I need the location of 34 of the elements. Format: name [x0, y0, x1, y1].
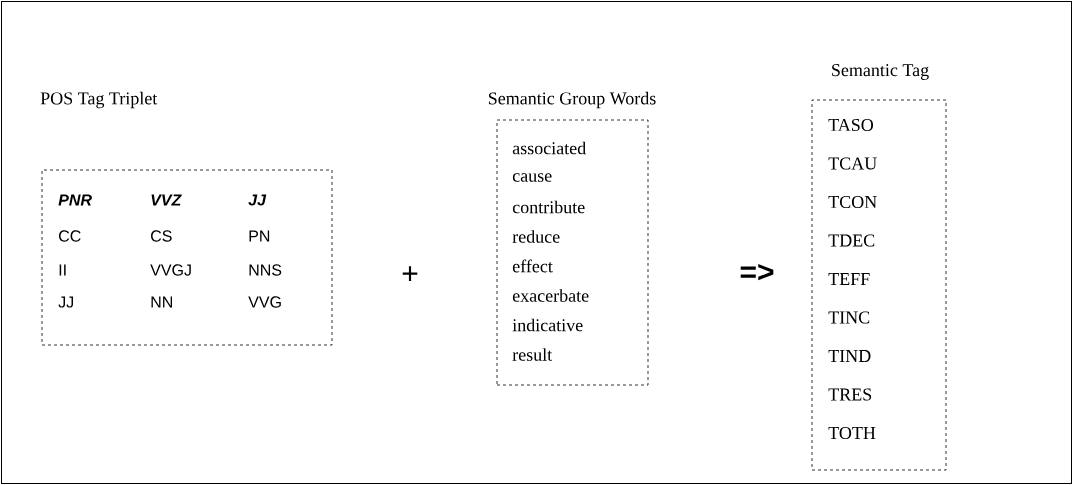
tag-text: TDEC: [828, 234, 875, 247]
word: indicative: [512, 318, 583, 332]
heading: Semantic Group Words: [488, 91, 656, 109]
tag-text: CS: [151, 230, 172, 242]
word: result: [512, 348, 553, 361]
word: reduce: [512, 230, 560, 243]
tag-text: TINC: [828, 311, 870, 324]
word: associated: [512, 141, 586, 155]
tag-text: TEFF: [828, 273, 870, 285]
word: contribute: [512, 200, 585, 214]
word: effect: [512, 259, 553, 273]
tag-text: TASO: [828, 118, 874, 132]
tag-text: PNR: [58, 194, 92, 206]
word: cause: [512, 173, 552, 182]
word: exacerbate: [512, 289, 589, 302]
tag-text: TRES: [828, 388, 872, 401]
tag-text: PN: [249, 230, 270, 242]
tag-text: CC: [59, 230, 81, 242]
tag-text: NNS: [249, 264, 282, 276]
tag-text: TOTH: [828, 426, 876, 440]
tag-text: TIND: [828, 350, 871, 362]
tag-text: II: [59, 264, 66, 276]
tag-text: VVGJ: [150, 264, 191, 276]
tag-text: TCAU: [828, 157, 877, 170]
tag-text: NN: [151, 296, 172, 308]
tag-text: VVG: [248, 296, 281, 308]
plus-sign: +: [402, 266, 418, 282]
heading: POS Tag Triplet: [40, 91, 158, 109]
tag-text: TCON: [828, 195, 877, 209]
implies-sign: =>: [740, 264, 774, 281]
tag-text: JJ: [248, 194, 267, 206]
tag-text: JJ: [58, 296, 73, 308]
tag-text: VVZ: [151, 194, 182, 206]
heading: Semantic Tag: [832, 64, 929, 80]
